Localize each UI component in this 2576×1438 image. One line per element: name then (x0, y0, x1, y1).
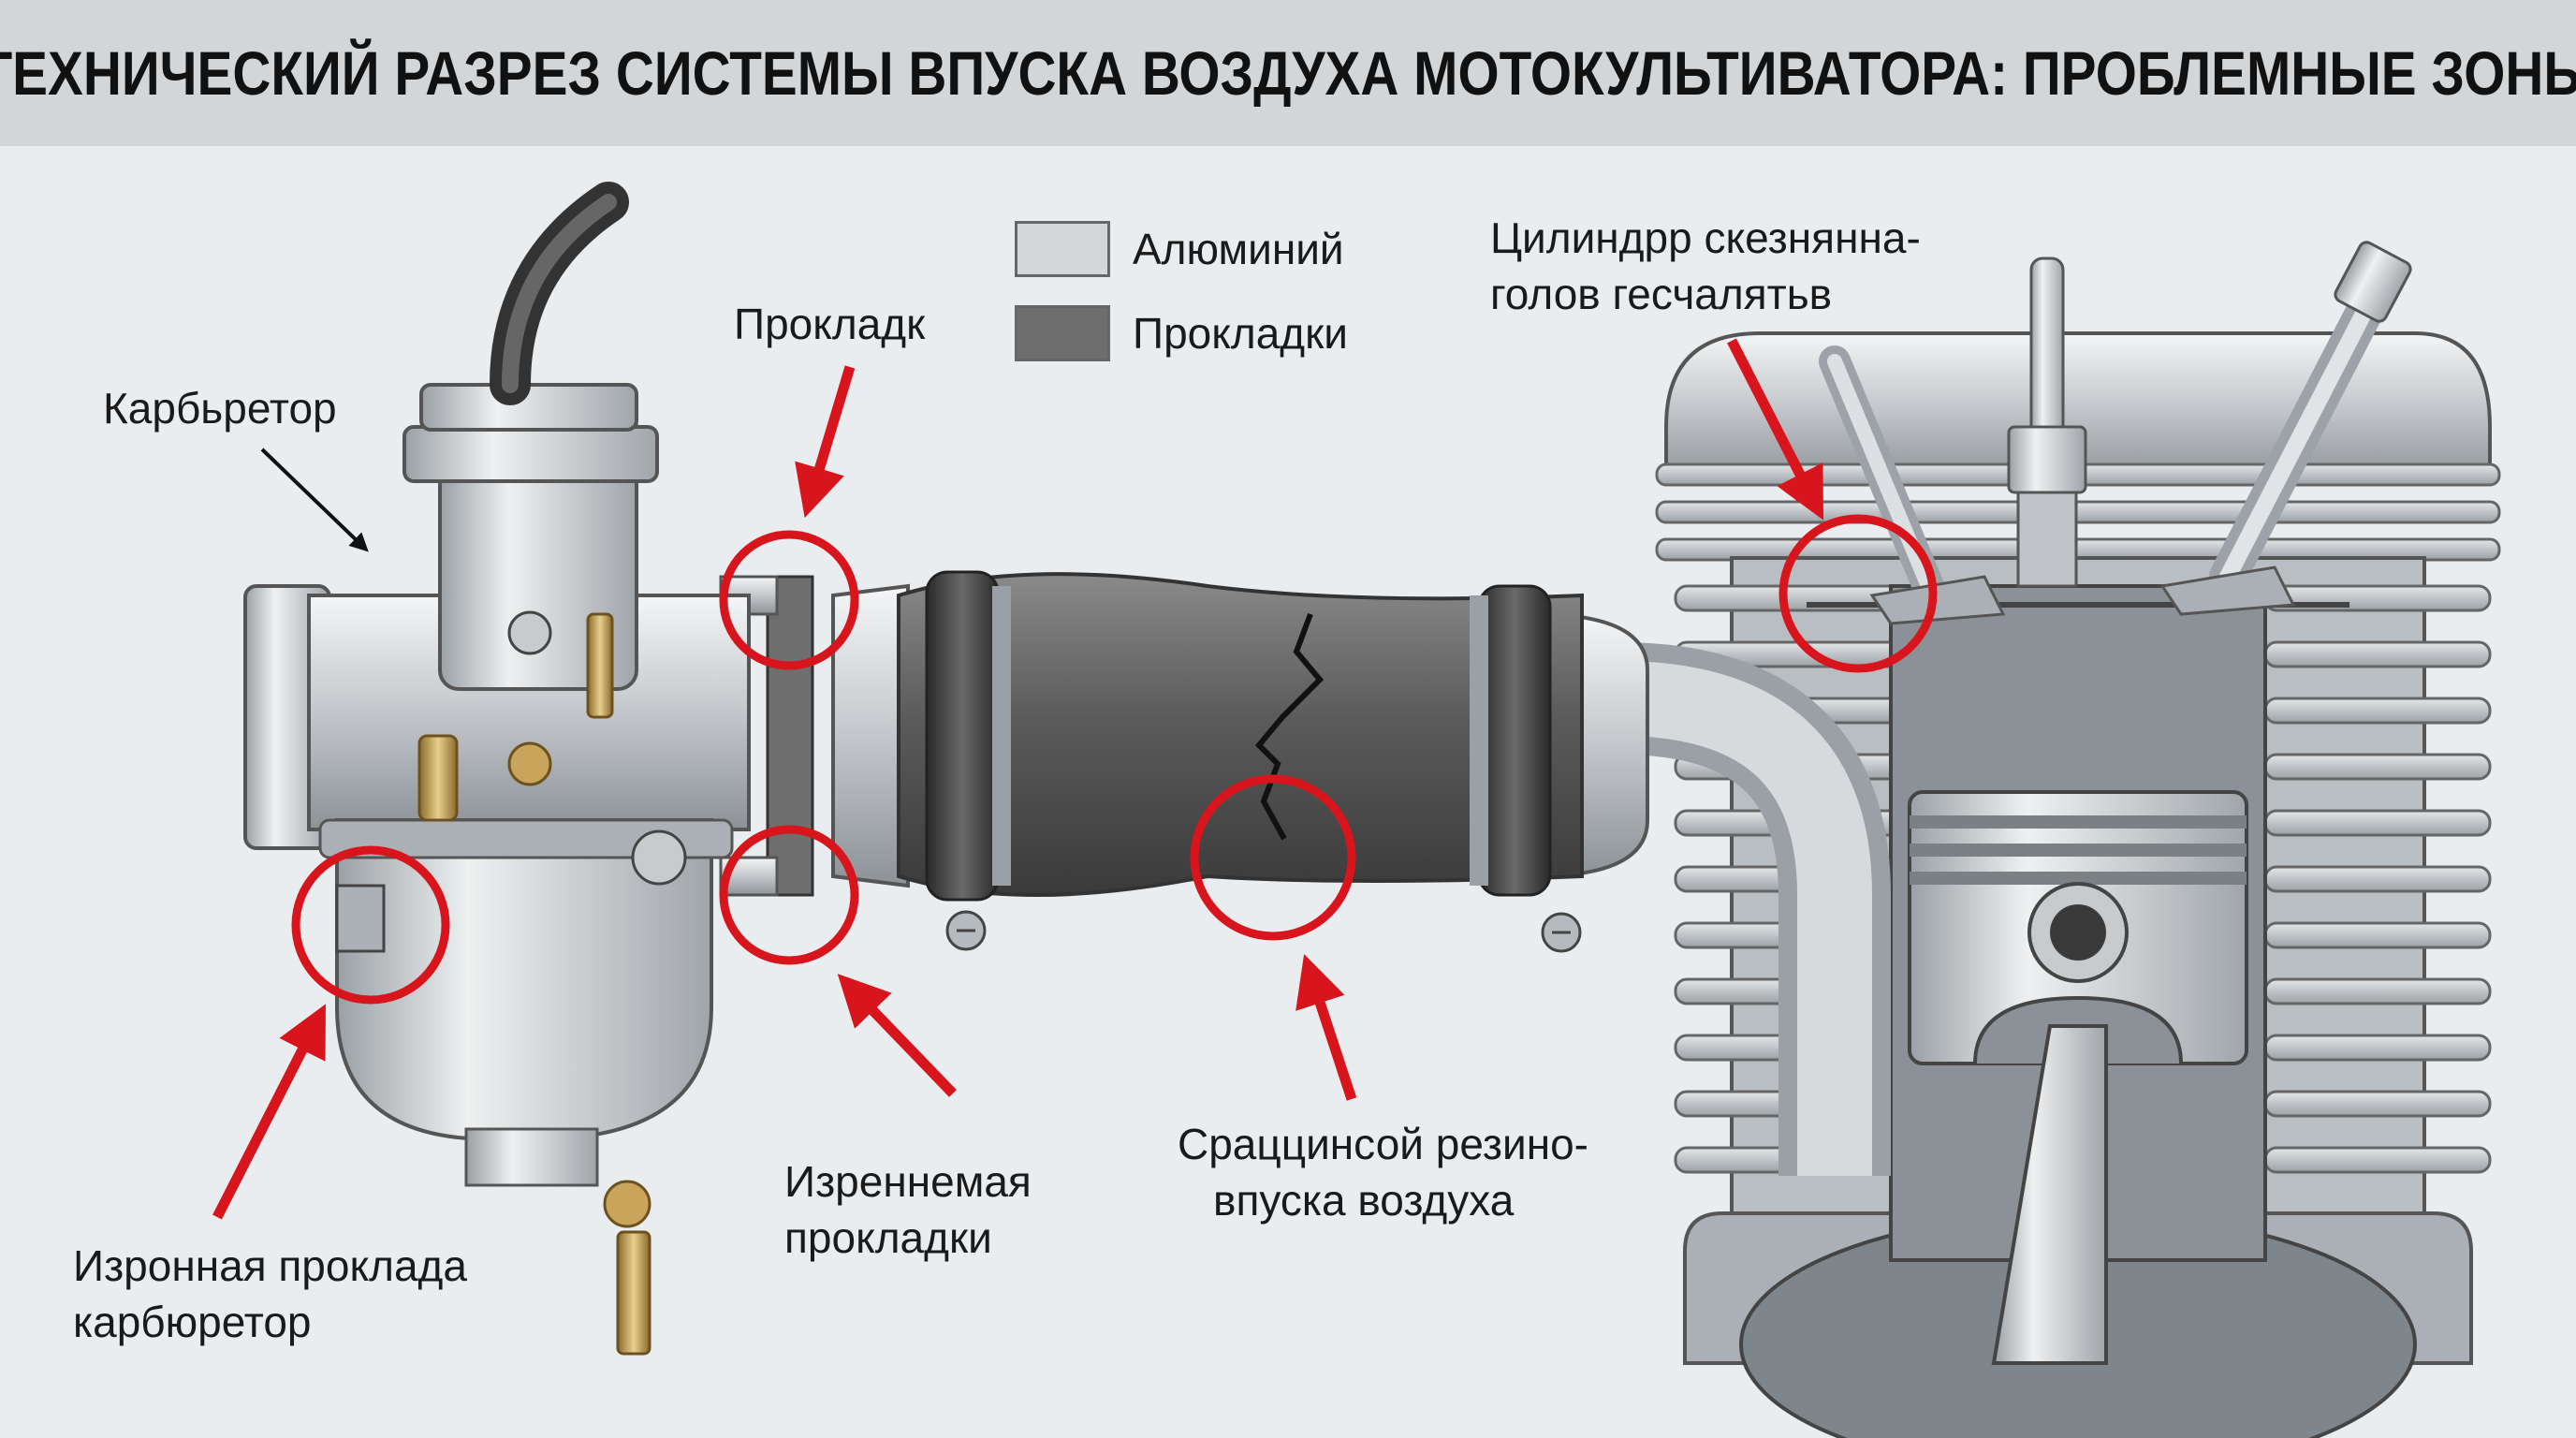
hose-crack (1254, 612, 1325, 841)
label-cylinder-line2: голов гесчалятьв (1490, 270, 1833, 318)
legend-label-gaskets: Прокладки (1133, 309, 1348, 358)
page-title: ТЕХНИЧЕСКИЙ РАЗРЕЗ СИСТЕМЫ ВПУСКА ВОЗДУХ… (0, 38, 2576, 108)
connecting-rod (1991, 1024, 2108, 1365)
brass-jet (417, 734, 459, 822)
label-gasket-bottom-line1: Изреннемая (784, 1157, 1032, 1206)
brass-drain (616, 1230, 651, 1356)
legend-label-aluminum: Алюминий (1133, 225, 1344, 273)
arrow-gasket-bottom (837, 974, 957, 1097)
carburetor (243, 182, 751, 1356)
intake-manifold (831, 570, 1649, 953)
label-carb-gasket-line2: карбюретор (73, 1298, 312, 1346)
problem-zone-hose-crack (1190, 774, 1356, 941)
arrow-gasket-top (795, 365, 856, 519)
engine-cylinder (1618, 241, 2501, 1438)
gasket (719, 575, 814, 897)
problem-zone-gasket-top (719, 530, 859, 670)
problem-zone-cylinder-head (1778, 514, 1938, 673)
label-carb-gasket-line1: Изронная проклада (73, 1241, 467, 1290)
diagram-canvas: Алюминий Прокладки Карбьретор Прокладк Ц… (0, 146, 2576, 1438)
piston (1908, 790, 2248, 1065)
label-hose-crack-line2: впуска воздуха (1213, 1176, 1515, 1225)
label-hose-crack-line1: Сраццинсой резино- (1178, 1120, 1588, 1168)
arrow-carburetor (260, 448, 369, 552)
title-bar: ТЕХНИЧЕСКИЙ РАЗРЕЗ СИСТЕМЫ ВПУСКА ВОЗДУХ… (0, 0, 2576, 146)
hose-clamp-right (1470, 584, 1582, 953)
label-carburetor: Карбьретор (103, 384, 337, 433)
problem-zone-carb-gasket (291, 845, 450, 1005)
spark-plug (2007, 257, 2087, 588)
legend-swatch-gaskets (1015, 305, 1110, 361)
arrow-hose-crack (1295, 954, 1357, 1101)
hose-clamp-left (925, 570, 1011, 951)
label-cylinder-line1: Цилиндрр скезнянна- (1490, 213, 1921, 262)
arrow-cylinder-head (1727, 338, 1824, 521)
valve-right (2159, 241, 2412, 616)
arrow-carb-gasket (212, 1004, 326, 1220)
rubber-intake-hose (897, 572, 1584, 897)
intake-diagram (212, 182, 2501, 1438)
label-gasket-top: Прокладк (734, 300, 926, 348)
label-gasket-bottom-line2: прокладки (784, 1213, 992, 1262)
legend-swatch-aluminum (1015, 221, 1110, 277)
problem-zone-gasket-bottom (719, 825, 859, 965)
brass-nipple (586, 612, 614, 719)
